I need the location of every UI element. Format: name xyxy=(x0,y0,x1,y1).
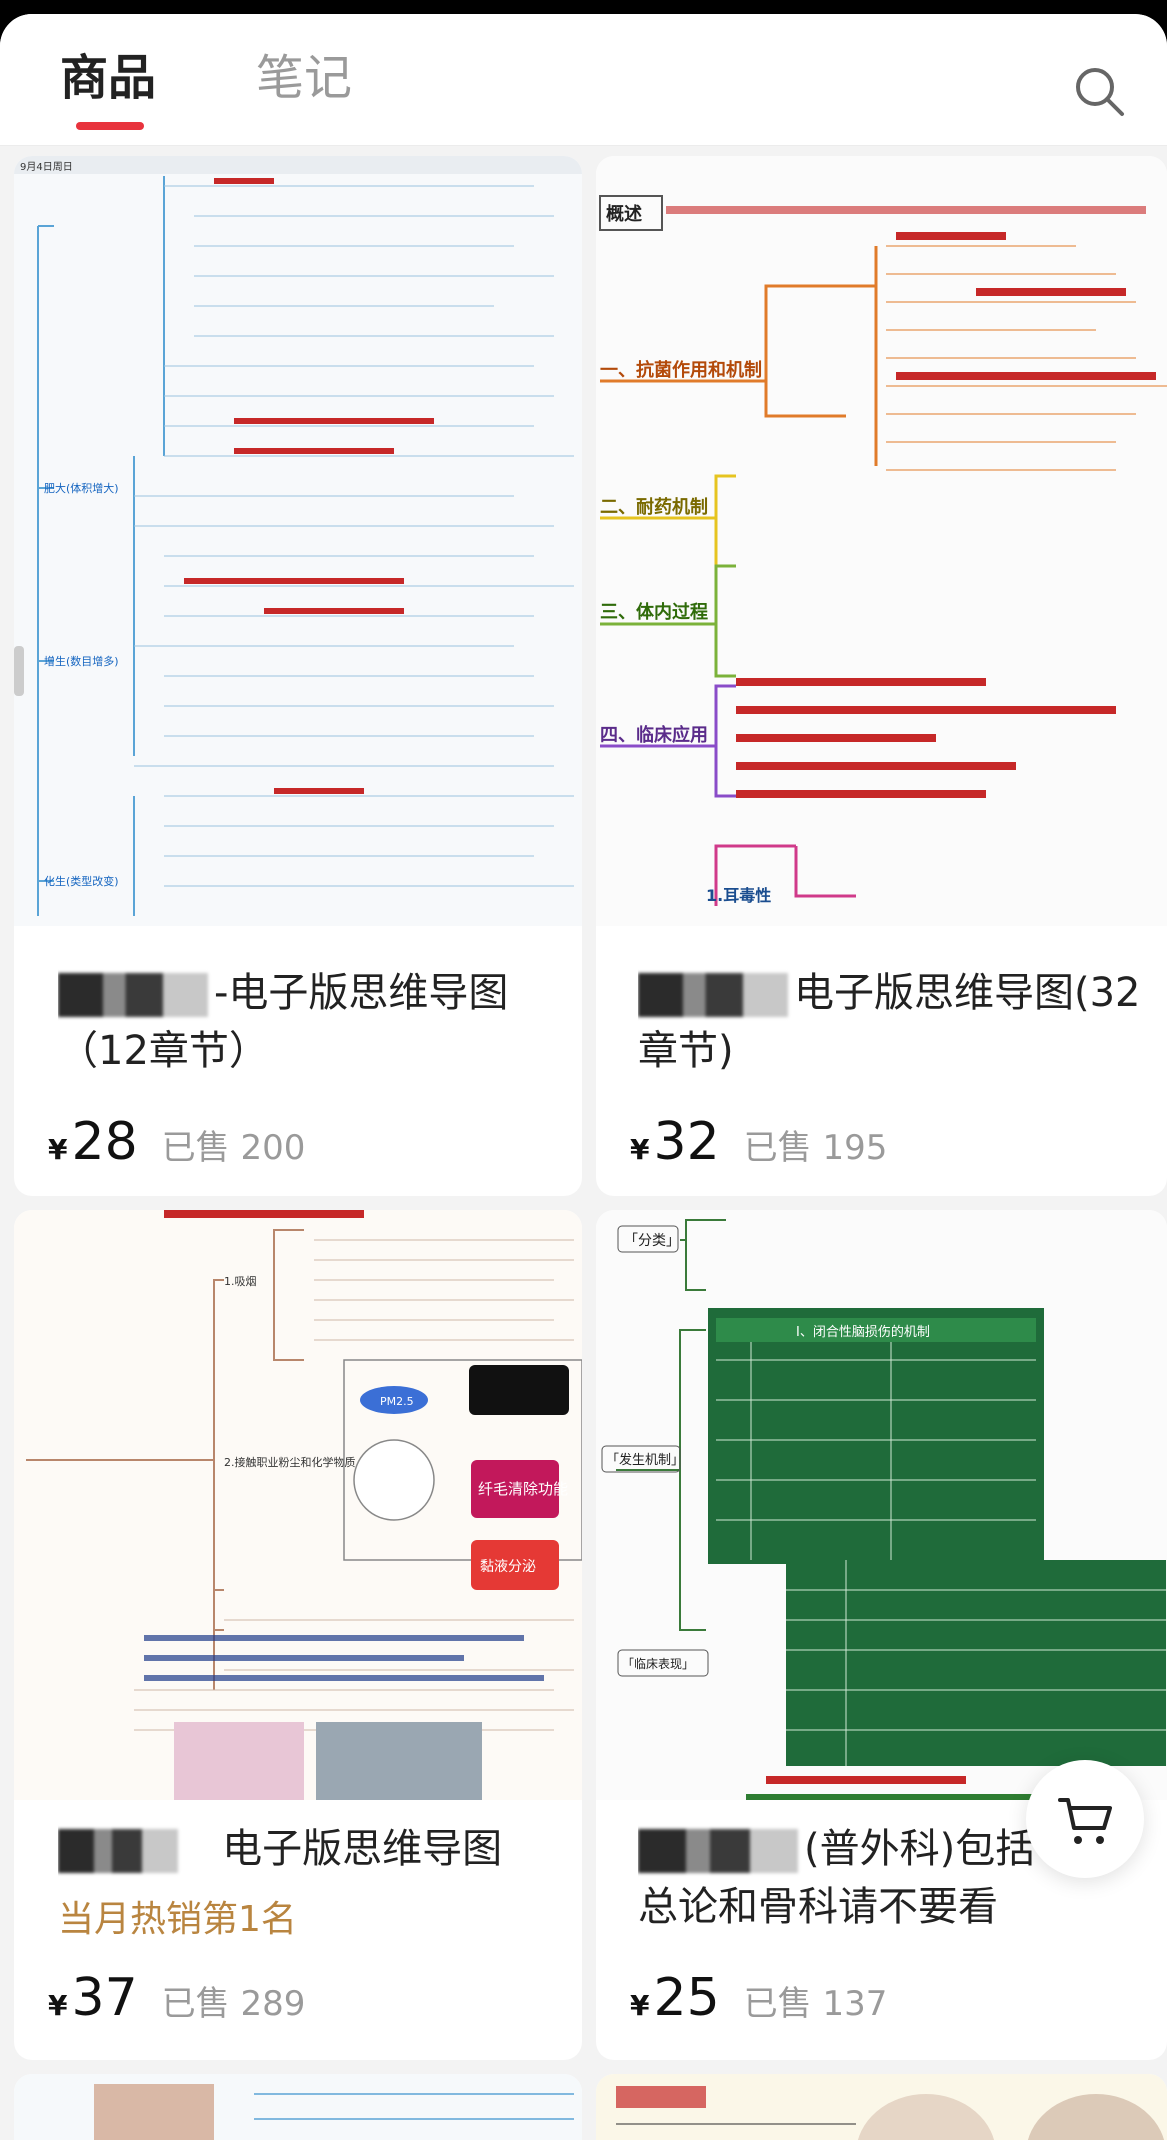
product-sold-4: 已售 137 xyxy=(743,1984,888,2024)
product-thumbnail-5 xyxy=(14,2074,582,2140)
thumb-3-smoking: 1.吸烟 xyxy=(224,1274,257,1288)
thumb-4-clinical: 「临床表现」 xyxy=(622,1657,694,1671)
thumb-1-node-hypertrophy: 肥大(体积增大) xyxy=(44,481,119,495)
thumb-3-dust: 2.接触职业粉尘和化学物质 xyxy=(224,1455,356,1469)
product-sold-2: 已售 195 xyxy=(743,1128,888,1168)
product-title-2: 电子版思维导图(32章节) xyxy=(638,970,1141,1074)
currency-symbol-2: ¥ xyxy=(630,1133,650,1166)
product-card-2[interactable]: 概述 一、抗菌作用和机制 xyxy=(596,156,1167,1196)
product-thumbnail-4: 「分类」 I、闭合性脑损伤的机制 「发生机制」 xyxy=(596,1210,1167,1800)
cart-icon xyxy=(1058,1798,1112,1844)
thumb-3-cilia: 纤毛清除功能 xyxy=(478,1480,568,1498)
hot-sale-badge: 当月热销第1名 xyxy=(58,1899,297,1940)
product-card-6[interactable] xyxy=(596,2074,1167,2140)
redacted-title-4 xyxy=(638,1829,798,1873)
product-price-1: 28 xyxy=(71,1112,138,1172)
product-price-2: 32 xyxy=(653,1112,720,1172)
tab-notes[interactable]: 笔记 xyxy=(256,50,353,106)
search-icon xyxy=(1076,68,1124,116)
thumb-4-classification: 「分类」 xyxy=(624,1233,680,1249)
product-title-1: -电子版思维导图（12章节） xyxy=(58,970,509,1074)
redacted-title-1 xyxy=(58,973,208,1017)
thumb-1-status-text: 9月4日周日 xyxy=(20,161,73,173)
product-title-4: (普外科)包括总论和骨科请不要看 xyxy=(638,1826,1036,1930)
redacted-title-2 xyxy=(638,973,788,1017)
redacted-title-3 xyxy=(58,1829,178,1873)
product-sold-1: 已售 200 xyxy=(161,1128,306,1168)
thumb-2-section-2: 二、耐药机制 xyxy=(600,496,708,518)
product-thumbnail-1: 9月4日周日 xyxy=(14,156,582,926)
thumb-3-pm25: PM2.5 xyxy=(380,1395,414,1408)
product-card-3[interactable]: 1.吸烟 2.接触职业粉尘和化学物质 PM2.5 纤毛清除功能 xyxy=(14,1210,582,2060)
currency-symbol-1: ¥ xyxy=(48,1133,68,1166)
product-card-5[interactable] xyxy=(14,2074,582,2140)
product-thumbnail-3: 1.吸烟 2.接触职业粉尘和化学物质 PM2.5 纤毛清除功能 xyxy=(14,1210,582,1800)
product-card-1[interactable]: 9月4日周日 xyxy=(14,156,582,1196)
thumb-1-node-metaplasia: 化生(类型改变) xyxy=(44,874,119,888)
thumb-2-section-4: 四、临床应用 xyxy=(600,724,708,746)
active-tab-indicator xyxy=(76,122,144,130)
currency-symbol-4: ¥ xyxy=(630,1989,650,2022)
search-button[interactable] xyxy=(1072,64,1126,118)
thumb-1-node-hyperplasia: 增生(数目增多) xyxy=(44,654,119,668)
thumb-2-section-1: 一、抗菌作用和机制 xyxy=(600,359,762,381)
product-sheet: 商品 笔记 9月4日周日 xyxy=(0,14,1167,2140)
product-thumbnail-2: 概述 一、抗菌作用和机制 xyxy=(596,156,1167,926)
thumb-3-mucus: 黏液分泌 xyxy=(480,1559,536,1575)
thumb-2-section-3: 三、体内过程 xyxy=(600,601,708,623)
product-sold-3: 已售 289 xyxy=(161,1984,306,2024)
product-thumbnail-6 xyxy=(596,2074,1167,2140)
product-title-3: 电子版思维导图 xyxy=(58,1820,558,1878)
tab-products[interactable]: 商品 xyxy=(60,50,157,106)
thumb-4-mechanism-title: I、闭合性脑损伤的机制 xyxy=(796,1324,930,1340)
tab-header: 商品 笔记 xyxy=(0,14,1167,146)
thumb-2-ototoxicity: 1.耳毒性 xyxy=(706,886,771,905)
product-price-4: 25 xyxy=(653,1968,720,2028)
product-price-3: 37 xyxy=(71,1968,138,2028)
currency-symbol-3: ¥ xyxy=(48,1989,68,2022)
product-card-4[interactable]: 「分类」 I、闭合性脑损伤的机制 「发生机制」 xyxy=(596,1210,1167,2060)
thumb-2-overview: 概述 xyxy=(606,203,642,225)
thumb-4-mechanism: 「发生机制」 xyxy=(606,1452,684,1468)
cart-button[interactable] xyxy=(1026,1760,1144,1878)
